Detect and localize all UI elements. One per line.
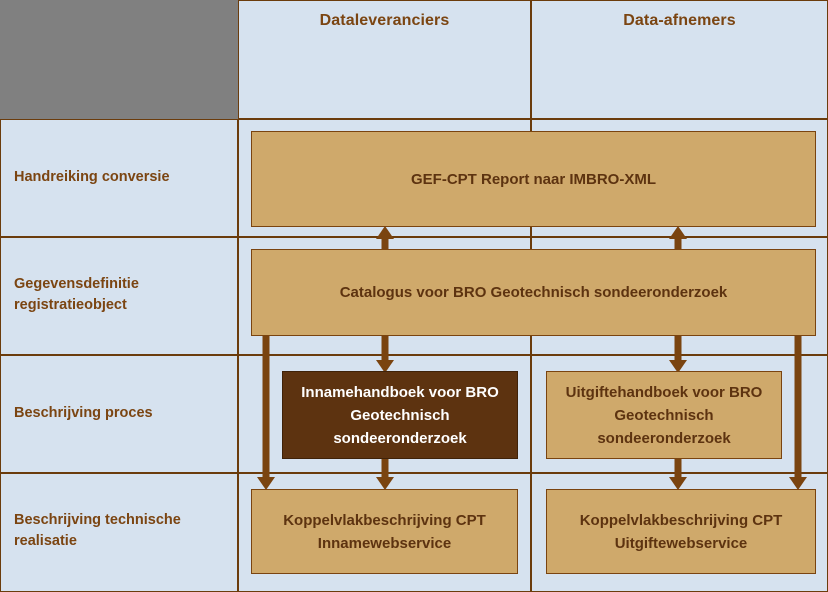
box-gef-cpt-report[interactable]: GEF-CPT Report naar IMBRO-XML <box>251 131 816 227</box>
arrow-head-down-icon <box>257 477 275 490</box>
arrow-head-down-icon <box>376 360 394 373</box>
arrow-catalogus-to-gef-cpt-right <box>669 226 687 259</box>
grid-rowlabel-cell-4 <box>0 473 238 592</box>
arrow-catalogus-to-koppelvlak-inname <box>257 335 275 490</box>
grid-rowlabel-cell-1 <box>0 119 238 237</box>
box-label: Catalogus voor BRO Geotechnisch sondeero… <box>339 284 728 301</box>
box-innamehandboek[interactable]: Innamehandboek voor BRO Geotechnisch son… <box>282 371 518 459</box>
box-catalogus[interactable]: Catalogus voor BRO Geotechnisch sondeero… <box>251 249 816 336</box>
box-koppelvlak-inname[interactable]: Koppelvlakbeschrijving CPT Innamewebserv… <box>251 489 518 574</box>
arrow-head-down-icon <box>669 360 687 373</box>
arrow-innamehandboek-to-koppelvlak-inname <box>376 458 394 490</box>
column-header-dataleveranciers: Dataleveranciers <box>319 12 450 29</box>
arrow-shaft <box>674 335 682 362</box>
row-label-handreiking-conversie: Handreiking conversie <box>14 169 170 185</box>
box-label: Uitgiftehandboek voor BRO Geotechnisch s… <box>565 383 763 447</box>
column-header-data-afnemers: Data-afnemers <box>623 12 736 29</box>
arrow-head-up-icon <box>376 226 394 239</box>
grid-rowlabel-cell-2 <box>0 237 238 355</box>
arrow-catalogus-to-koppelvlak-uitgifte <box>789 335 807 490</box>
arrow-catalogus-to-gef-cpt-left <box>376 226 394 259</box>
arrow-head-down-icon <box>789 477 807 490</box>
arrow-shaft <box>674 458 682 479</box>
box-label: Koppelvlakbeschrijving CPT Uitgiftewebse… <box>579 511 783 552</box>
row-label-gegevensdefinitie: Gegevensdefinitie registratieobject <box>14 276 139 313</box>
row-label-beschrijving-technische-realisatie: Beschrijving technische realisatie <box>14 512 181 549</box>
arrow-shaft <box>794 335 802 479</box>
grid-corner-cell <box>0 0 238 119</box>
box-label: Koppelvlakbeschrijving CPT Innamewebserv… <box>283 511 486 552</box>
row-label-beschrijving-proces: Beschrijving proces <box>14 405 153 421</box>
arrow-shaft <box>381 458 389 479</box>
arrow-shaft <box>674 237 682 259</box>
box-uitgiftehandboek[interactable]: Uitgiftehandboek voor BRO Geotechnisch s… <box>546 371 782 459</box>
arrow-shaft <box>262 335 270 479</box>
grid-header-cell-data-afnemers <box>531 0 828 119</box>
arrow-catalogus-to-innamehandboek <box>376 335 394 373</box>
grid-header-cell-dataleveranciers <box>238 0 531 119</box>
arrow-head-up-icon <box>669 226 687 239</box>
arrow-shaft <box>381 237 389 259</box>
arrow-head-down-icon <box>669 477 687 490</box>
box-label: Innamehandboek voor BRO Geotechnisch son… <box>301 383 499 447</box>
grid-rowlabel-cell-3 <box>0 355 238 473</box>
arrow-catalogus-to-uitgiftehandboek <box>669 335 687 373</box>
box-koppelvlak-uitgifte[interactable]: Koppelvlakbeschrijving CPT Uitgiftewebse… <box>546 489 816 574</box>
arrow-uitgiftehandboek-to-koppelvlak-uitgifte <box>669 458 687 490</box>
arrow-shaft <box>381 335 389 362</box>
box-label: GEF-CPT Report naar IMBRO-XML <box>410 170 656 188</box>
arrow-head-down-icon <box>376 477 394 490</box>
